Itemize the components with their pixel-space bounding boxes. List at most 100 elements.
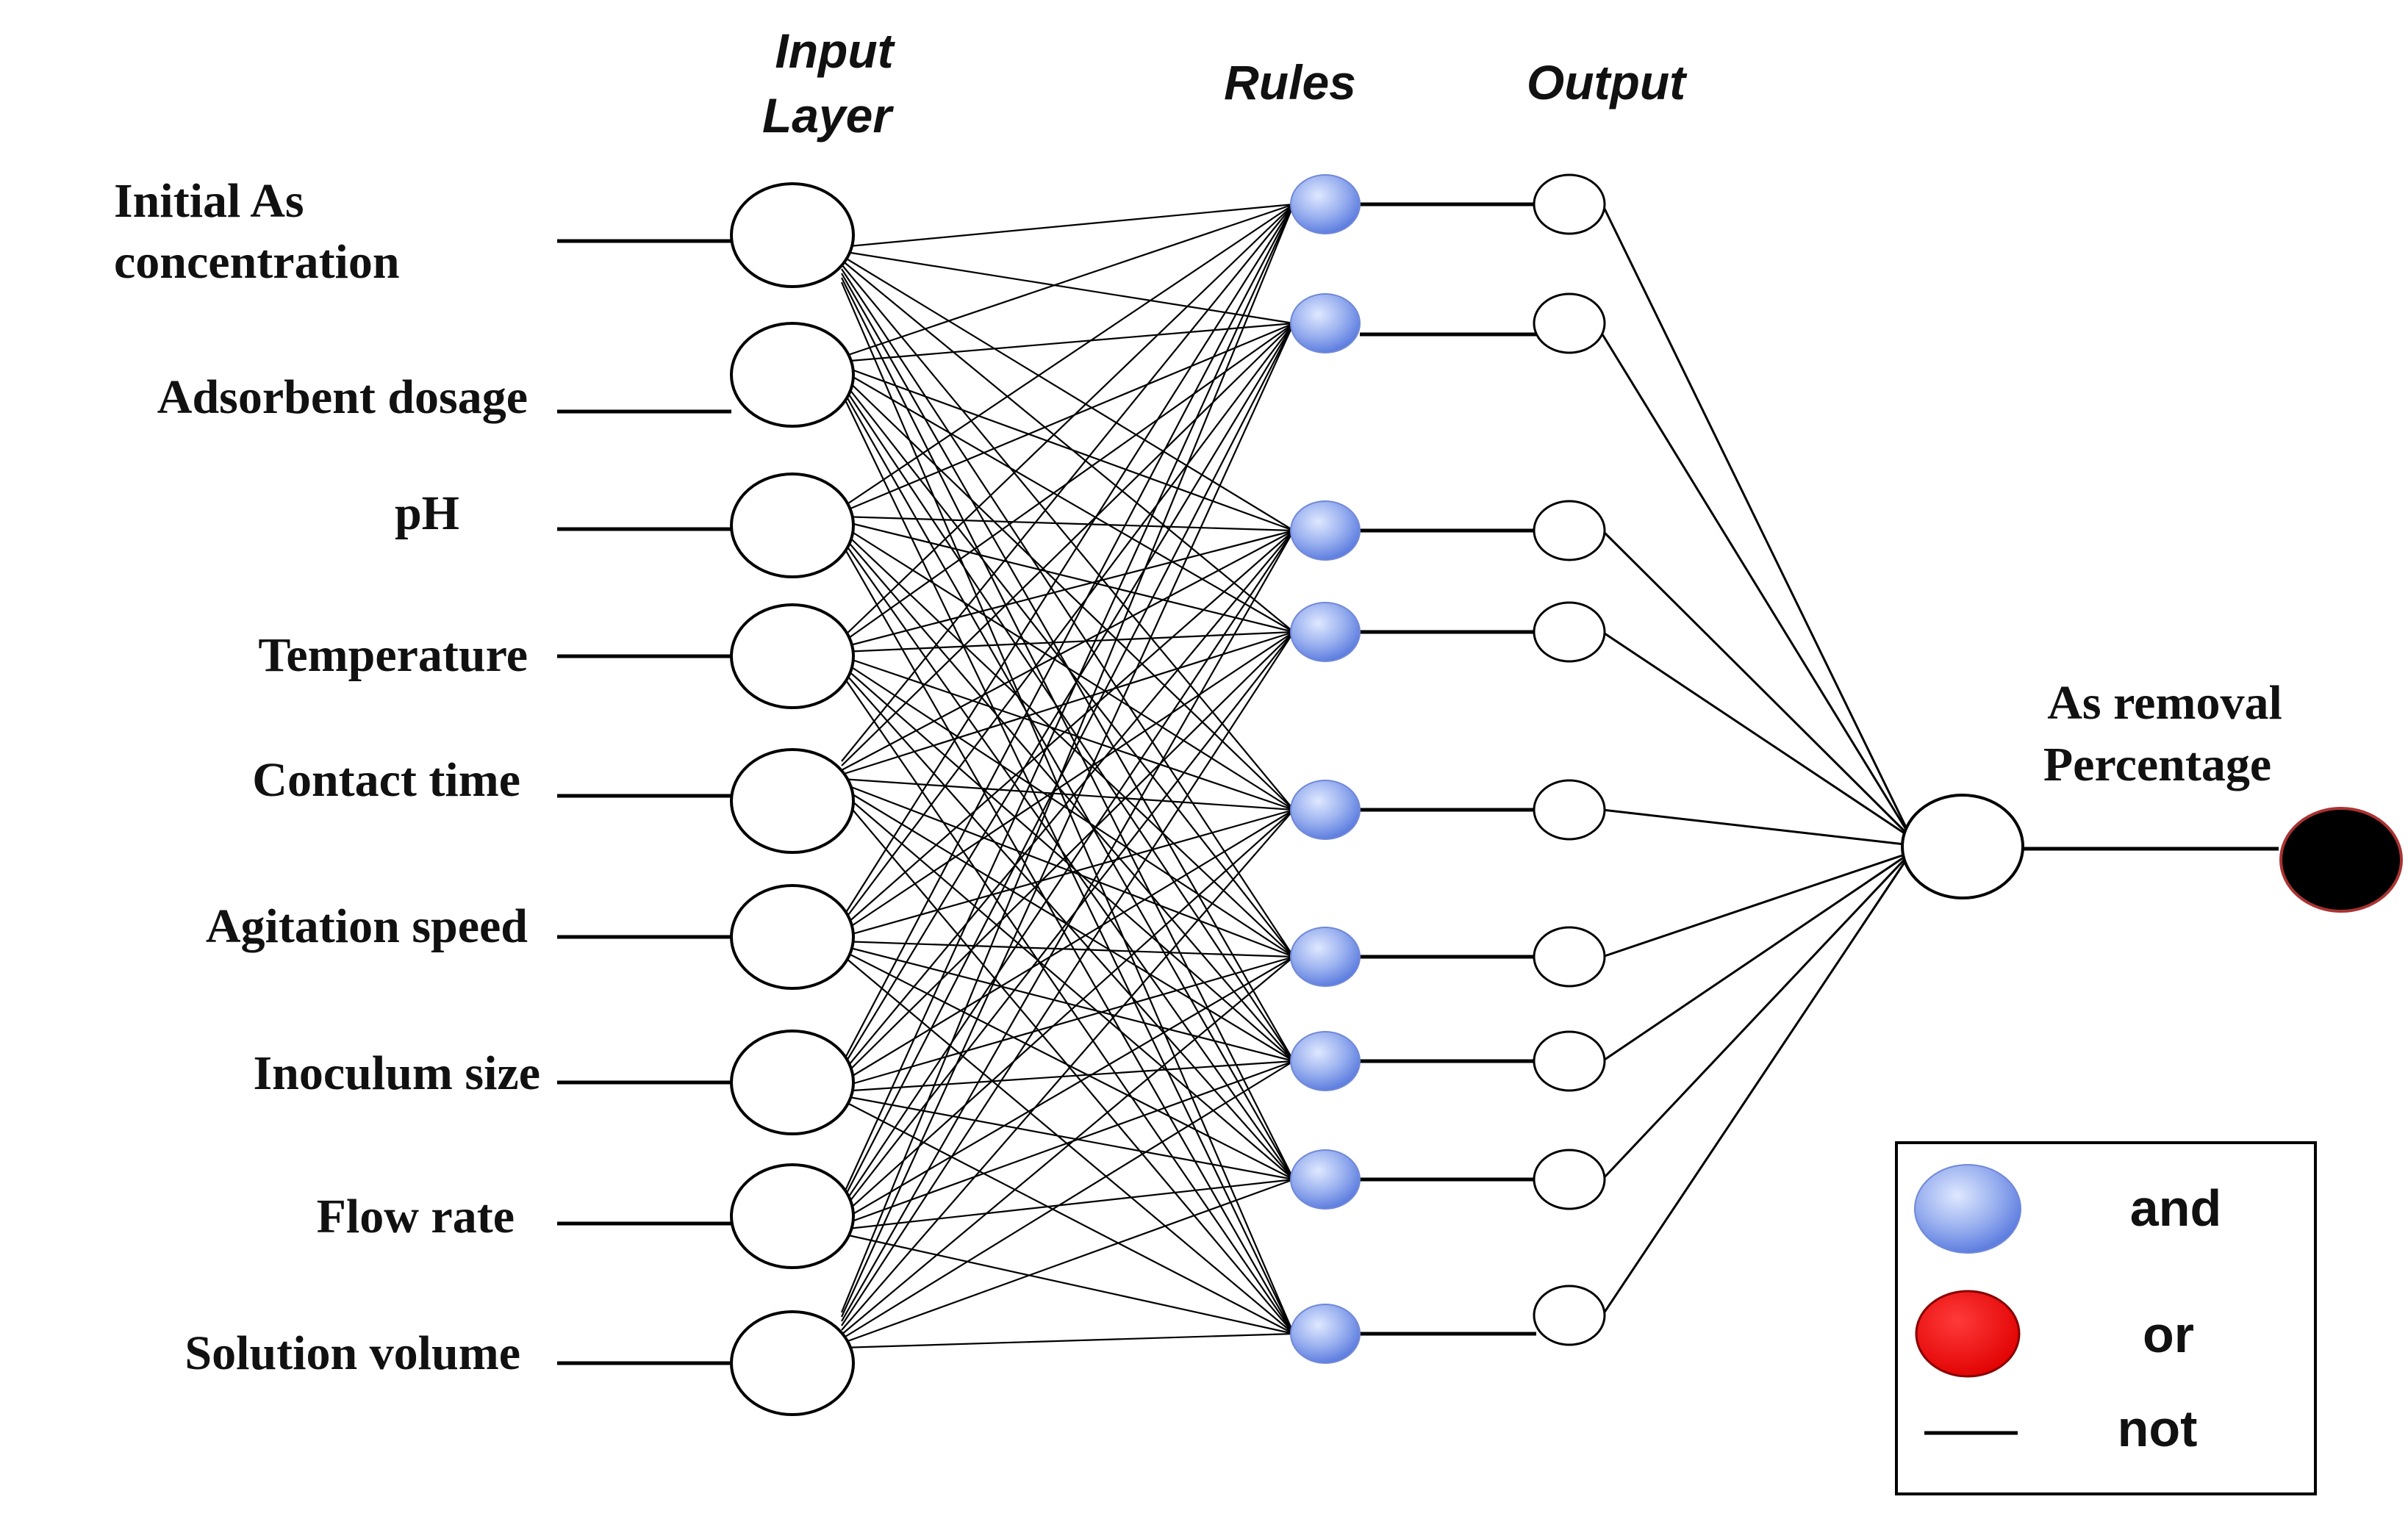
input-node-0 [730,182,855,288]
rule-node-6 [1290,1031,1361,1091]
legend-not-label: not [2118,1400,2198,1457]
output-sum-link-3 [1602,631,1912,839]
input-rule-connection [840,204,1295,1199]
input-rule-connection [841,955,1294,1088]
input-rule-connection [841,530,1294,1208]
input-rule-connection [841,949,1294,1180]
input-node-4 [730,748,855,854]
input-rule-connection [841,1094,1294,1181]
rule-nodes [1290,174,1361,1364]
input-rule-connection [841,203,1294,248]
output-sum-link-4 [1602,808,1912,847]
output-node-1 [1533,292,1606,354]
input-node-2 [730,473,855,578]
input-rule-connection [841,956,1294,1335]
input-rule-connection [841,204,1294,509]
input-rule-connection [841,255,1294,531]
input-rule-connection [841,542,1294,1334]
input-label-flow-rate: Flow rate [317,1190,515,1243]
output-sum-link-6 [1602,851,1912,1063]
rule-node-8 [1290,1304,1361,1364]
input-rule-connection [841,956,1294,1221]
input-label-adsorbent-dosage: Adsorbent dosage [157,370,528,424]
input-label-ph: pH [395,486,459,540]
input-label-initial-as-concentration: Initial As [114,174,304,228]
input-node-5 [730,884,855,990]
output-nodes [1533,173,1606,1346]
output-sum-link-8 [1601,852,1913,1316]
connections [840,203,1295,1349]
input-rule-connection [841,530,1294,1322]
output-header: Output [1527,55,1688,109]
output-sum-link-1 [1601,334,1913,838]
input-rule-connection [841,387,1294,1180]
input-rule-connection [841,944,1294,1063]
input-rule-connection [841,1232,1294,1335]
legend: and or not [1895,1141,2317,1495]
input-rule-connection [841,529,1294,958]
input-rule-connection [841,1178,1294,1345]
input-rule-connection [841,204,1294,762]
summation-node [1901,794,2024,899]
output-sum-link-5 [1602,851,1912,958]
input-label-temperature: Temperature [258,628,528,682]
input-rule-connection [841,655,1294,811]
input-rule-connection [841,520,1294,633]
input-rule-connection [841,370,1294,633]
input-rule-connection [841,631,1294,653]
input-rule-connection [841,268,1294,958]
input-nodes [730,182,855,1416]
input-rule-connection [841,530,1294,771]
input-rule-connection [841,203,1294,359]
input-node-8 [730,1310,855,1416]
legend-or-label: or [2143,1306,2194,1363]
input-rule-connection [841,954,1294,1334]
input-rule-connection [841,364,1294,532]
input-rule-connection [841,809,1294,1331]
input-rule-connection [841,791,1294,1180]
legend-and-symbol [1914,1164,2021,1254]
input-rule-connection [841,323,1294,924]
input-labels: Initial As concentration Adsorbent dosag… [114,174,540,1380]
input-rule-connection [841,383,1294,1062]
output-node-7 [1533,1149,1606,1210]
input-rule-connection [841,250,1294,325]
input-node-1 [730,322,855,428]
rule-node-2 [1290,500,1361,561]
input-label-initial-as-concentration-line2: concentration [114,235,400,289]
input-label-solution-volume: Solution volume [184,1326,520,1380]
output-node-6 [1533,1030,1606,1092]
output-sum-link-2 [1601,529,1913,839]
input-rule-connection [841,204,1294,920]
rule-node-3 [1290,602,1361,662]
input-rule-connection [841,1099,1294,1334]
input-node-3 [730,603,855,709]
output-node-3 [1533,601,1606,663]
rule-node-7 [1290,1149,1361,1210]
rule-node-0 [1290,174,1361,234]
input-rule-connection [841,538,1294,1180]
output-node-4 [1533,779,1606,841]
input-rule-connection [841,323,1294,766]
input-layer-header-line2: Layer [762,88,894,143]
input-rule-connection [841,529,1294,649]
rule-node-1 [1290,293,1361,353]
input-rule-connection [841,525,1294,811]
input-rule-connection [841,323,1294,1204]
input-stubs [557,239,731,1365]
rule-node-4 [1290,780,1361,840]
final-output-label: As removal [2047,676,2282,730]
input-node-7 [730,1163,855,1269]
input-rule-connection [841,530,1294,1074]
rules-header: Rules [1224,55,1356,109]
input-rule-connection [841,323,1294,1070]
input-layer-header: Input [775,24,895,78]
input-rule-connection [840,323,1295,1318]
input-rule-connection [841,1178,1294,1231]
input-rule-connection [841,631,1294,1326]
input-rule-connection [841,631,1294,933]
output-node-8 [1533,1285,1606,1346]
legend-and-label: and [2130,1179,2221,1237]
input-label-agitation-speed: Agitation speed [206,899,528,953]
